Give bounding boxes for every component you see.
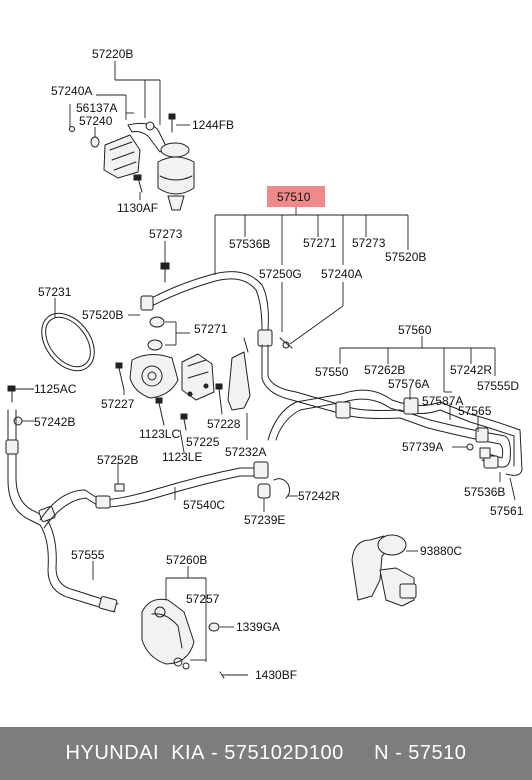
label-57536b-bottom: 57536B: [464, 485, 505, 499]
label-57576a: 57576A: [388, 377, 429, 391]
label-57565: 57565: [458, 404, 492, 418]
label-57560: 57560: [398, 323, 432, 337]
reservoir-tank: [157, 156, 195, 195]
label-1125ac: 1125AC: [34, 382, 77, 396]
label-56137a: 56137A: [76, 101, 117, 115]
label-57520b-left: 57520B: [82, 308, 123, 322]
label-57520b-right: 57520B: [385, 250, 426, 264]
footer-part-number: 575102D100: [224, 742, 344, 764]
label-57227: 57227: [101, 397, 135, 411]
label-57510: 57510: [277, 190, 311, 204]
label-1123le: 1123LE: [162, 450, 202, 464]
label-57240: 57240: [79, 114, 113, 128]
label-57587a: 57587A: [422, 394, 463, 408]
label-57540c: 57540C: [183, 498, 225, 512]
label-57561: 57561: [490, 504, 524, 518]
footer-make: KIA: [171, 742, 205, 764]
label-57240a-top: 57240A: [51, 84, 92, 98]
reservoir-assembly: [69, 61, 195, 211]
return-hose-57555: [5, 409, 119, 613]
label-57555d: 57555D: [477, 379, 519, 393]
label-57239e: 57239E: [244, 513, 285, 527]
label-1339ga: 1339GA: [236, 620, 280, 634]
highlight-57510: [267, 186, 325, 207]
pin-57240a: [69, 126, 75, 132]
clamp-57242r: [257, 478, 298, 512]
pressure-hose-57510: [140, 186, 409, 347]
hose-assembly-57560: [261, 336, 523, 501]
bracket-57232a: [227, 337, 251, 440]
label-57252b: 57252B: [97, 453, 138, 467]
pump-cover-group: [141, 566, 248, 679]
label-1430bf: 1430BF: [255, 668, 297, 682]
label-1130af: 1130AF: [117, 201, 158, 215]
label-57242b: 57242B: [34, 415, 75, 429]
label-57228: 57228: [207, 417, 241, 431]
label-57555: 57555: [71, 548, 105, 562]
footer-ref: N - 57510: [374, 742, 467, 764]
hose-57540c: [39, 461, 269, 529]
label-57225: 57225: [186, 435, 220, 449]
footer-separator: -: [211, 742, 219, 764]
label-57271-left: 57271: [194, 322, 228, 336]
label-57240a-mid: 57240A: [321, 267, 362, 281]
bolt-57273: [160, 241, 170, 283]
part-info-bar: HYUNDAI KIA - 575102D100 N - 57510: [0, 727, 532, 780]
power-steering-pump: [129, 353, 215, 401]
label-93880c: 93880C: [420, 544, 462, 558]
label-57273-right: 57273: [352, 236, 386, 250]
label-57536b-top: 57536B: [229, 237, 270, 251]
pressure-switch-93880c: [351, 534, 418, 607]
label-57231: 57231: [38, 285, 72, 299]
footer-brand: HYUNDAI: [65, 742, 160, 764]
label-57273-left: 57273: [149, 227, 183, 241]
label-1244fb: 1244FB: [192, 118, 234, 132]
diagram-canvas: 57220B 57240A 56137A 57240 1244FB 1130AF…: [5, 47, 524, 682]
label-57250g: 57250G: [259, 267, 302, 281]
label-57232a: 57232A: [225, 445, 266, 459]
label-57242r-right: 57242R: [450, 363, 492, 377]
label-57271-top: 57271: [303, 236, 337, 250]
label-57262b: 57262B: [364, 363, 405, 377]
label-57257: 57257: [186, 592, 220, 606]
label-57739a: 57739A: [402, 440, 443, 454]
label-57220b: 57220B: [92, 47, 133, 61]
grommet-57240: [90, 136, 100, 148]
label-57242r-bottom: 57242R: [298, 489, 340, 503]
label-57260b: 57260B: [166, 553, 207, 567]
ring-57231: [41, 298, 95, 372]
label-1123lc: 1123LC: [139, 427, 180, 441]
label-57550: 57550: [315, 365, 349, 379]
reservoir-cap: [160, 142, 190, 158]
